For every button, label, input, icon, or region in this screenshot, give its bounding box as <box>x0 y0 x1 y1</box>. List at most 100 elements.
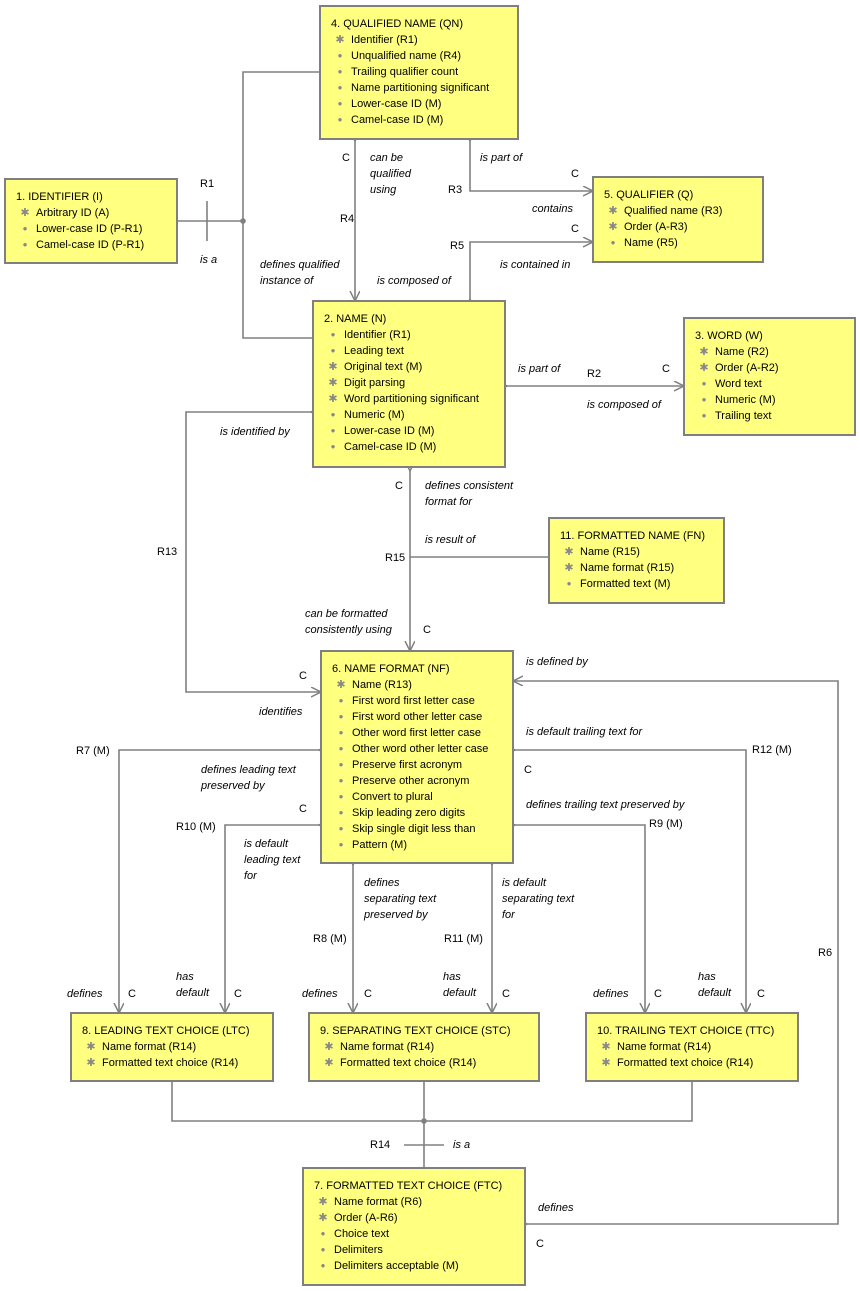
bullet-icon: • <box>330 327 336 342</box>
attribute-text: Qualified name (R3) <box>624 205 723 217</box>
bullet-icon: • <box>338 821 344 836</box>
cardinality-label: C <box>364 988 372 1000</box>
attribute: ✱ Qualified name (R3) <box>604 203 756 219</box>
attribute: • Identifier (R1) <box>324 327 498 343</box>
attribute-text: Name (R5) <box>624 237 678 249</box>
bullet-icon: • <box>320 1242 326 1257</box>
attribute-text: First word first letter case <box>352 695 475 707</box>
rel-phrase: has default <box>698 971 732 999</box>
rel-label: R11 (M) <box>444 933 483 945</box>
identifier-star-icon: ✱ <box>699 346 709 358</box>
attribute-text: Numeric (M) <box>344 409 405 421</box>
cardinality-label: C <box>128 988 136 1000</box>
attribute-text: Digit parsing <box>344 377 406 389</box>
attribute: ✱Formatted text choice (R14) <box>597 1055 791 1071</box>
bullet-icon: • <box>338 741 344 756</box>
attribute-list: ✱Name format (R14) ✱Formatted text choic… <box>316 1039 532 1071</box>
identifier-star-icon: ✱ <box>328 393 338 405</box>
rel-label: R13 <box>157 546 178 558</box>
cardinality-label: C <box>654 988 662 1000</box>
identifier-star-icon: ✱ <box>335 34 345 46</box>
rel-label: R6 <box>818 947 833 959</box>
attribute-text: Skip leading zero digits <box>352 807 466 819</box>
attribute: •Preserve other acronym <box>332 773 506 789</box>
attribute: •Convert to plural <box>332 789 506 805</box>
attribute: ✱ Name format (R6) <box>314 1194 518 1210</box>
attribute: ✱Name format (R14) <box>82 1039 266 1055</box>
rel-label: R15 <box>385 552 406 564</box>
attribute-list: ✱Name (R15) ✱Name format (R15) •Formatte… <box>556 544 717 592</box>
rel-phrase: is default separating text for <box>502 877 575 921</box>
identifier-star-icon: ✱ <box>328 377 338 389</box>
r6-line <box>514 681 839 1224</box>
attribute-text: Word text <box>715 378 762 390</box>
rel-phrase: is contained in <box>500 259 571 271</box>
attribute-text: Lower-case ID (P-R1) <box>36 223 143 235</box>
attribute: •First word first letter case <box>332 693 506 709</box>
attribute-list: ✱Name format (R14) ✱Formatted text choic… <box>593 1039 791 1071</box>
attribute-text: Other word other letter case <box>352 743 489 755</box>
rel-phrase: is a <box>453 1139 471 1151</box>
attribute-text: Camel-case ID (M) <box>351 114 444 126</box>
bullet-icon: • <box>701 392 707 407</box>
entity-name: 2. NAME (N) •Identifier (R1) •Leading te… <box>312 300 506 468</box>
identifier-star-icon: ✱ <box>608 205 618 217</box>
rel-label: R10 (M) <box>176 821 216 833</box>
attribute-text: Name format (R6) <box>334 1196 423 1208</box>
bullet-icon: • <box>337 48 343 63</box>
attribute: •Skip leading zero digits <box>332 805 506 821</box>
r12-line <box>514 750 746 1012</box>
attribute: ✱ Digit parsing <box>324 375 498 391</box>
attribute: •Camel-case ID (P-R1) <box>16 237 170 253</box>
attribute: •Other word first letter case <box>332 725 506 741</box>
entity-qualified-name: 4. QUALIFIED NAME (QN) ✱Identifier (R1) … <box>319 5 519 140</box>
rel-phrase: contains <box>532 203 573 215</box>
cardinality-label: C <box>502 988 510 1000</box>
bullet-icon: • <box>338 709 344 724</box>
cardinality-label: C <box>299 803 307 815</box>
bullet-icon: • <box>22 237 28 252</box>
rel-phrase: defines consistent format for <box>425 480 514 508</box>
rel-phrase: can be formatted consistently using <box>305 608 392 636</box>
attribute: •Lower-case ID (P-R1) <box>16 221 170 237</box>
bullet-icon: • <box>338 837 344 852</box>
rel-label: R12 (M) <box>752 744 792 756</box>
attribute-text: Identifier (R1) <box>344 329 411 341</box>
entity-qualifier: 5. QUALIFIER (Q) ✱Qualified name (R3) ✱O… <box>592 176 764 263</box>
rel-phrase: is part of <box>518 363 561 375</box>
cardinality-label: C <box>299 670 307 682</box>
attribute: •Name partitioning significant <box>331 80 511 96</box>
attribute-list: •Identifier (R1) •Leading text ✱Original… <box>320 327 498 455</box>
entity-title: 10. TRAILING TEXT CHOICE (TTC) <box>597 1025 775 1037</box>
rel-phrase: defines trailing text preserved by <box>526 799 685 811</box>
attribute-text: Leading text <box>344 345 404 357</box>
rel-phrase: is composed of <box>377 275 451 287</box>
attribute-text: Arbitrary ID (A) <box>36 207 110 219</box>
identifier-star-icon: ✱ <box>318 1212 328 1224</box>
entity-word: 3. WORD (W) ✱Name (R2) ✱Order (A-R2) •Wo… <box>683 317 856 436</box>
rel-label: R3 <box>448 184 463 196</box>
rel-phrase: is part of <box>480 152 523 164</box>
bullet-icon: • <box>566 576 572 591</box>
attribute: •Delimiters <box>314 1242 518 1258</box>
entity-separating-text-choice: 9. SEPARATING TEXT CHOICE (STC) ✱Name fo… <box>308 1012 540 1082</box>
attribute: •Leading text <box>324 343 498 359</box>
attribute-list: ✱Qualified name (R3) ✱Order (A-R3) •Name… <box>600 203 756 251</box>
bullet-icon: • <box>338 773 344 788</box>
attribute-text: Convert to plural <box>352 791 433 803</box>
attribute: ✱Arbitrary ID (A) <box>16 205 170 221</box>
bullet-icon: • <box>320 1258 326 1273</box>
identifier-star-icon: ✱ <box>318 1196 328 1208</box>
cardinality-label: C <box>571 223 579 235</box>
r14-junction <box>421 1118 427 1124</box>
attribute-list: ✱Name format (R14) ✱Formatted text choic… <box>78 1039 266 1071</box>
attribute-text: Formatted text (M) <box>580 578 671 590</box>
r1-qualified-name-link <box>242 71 320 221</box>
r14-branches <box>171 1082 693 1167</box>
rel-phrase: is default trailing text for <box>526 726 643 738</box>
bullet-icon: • <box>337 96 343 111</box>
attribute: •Camel-case ID (M) <box>331 112 511 128</box>
attribute-text: Name (R15) <box>580 546 640 558</box>
